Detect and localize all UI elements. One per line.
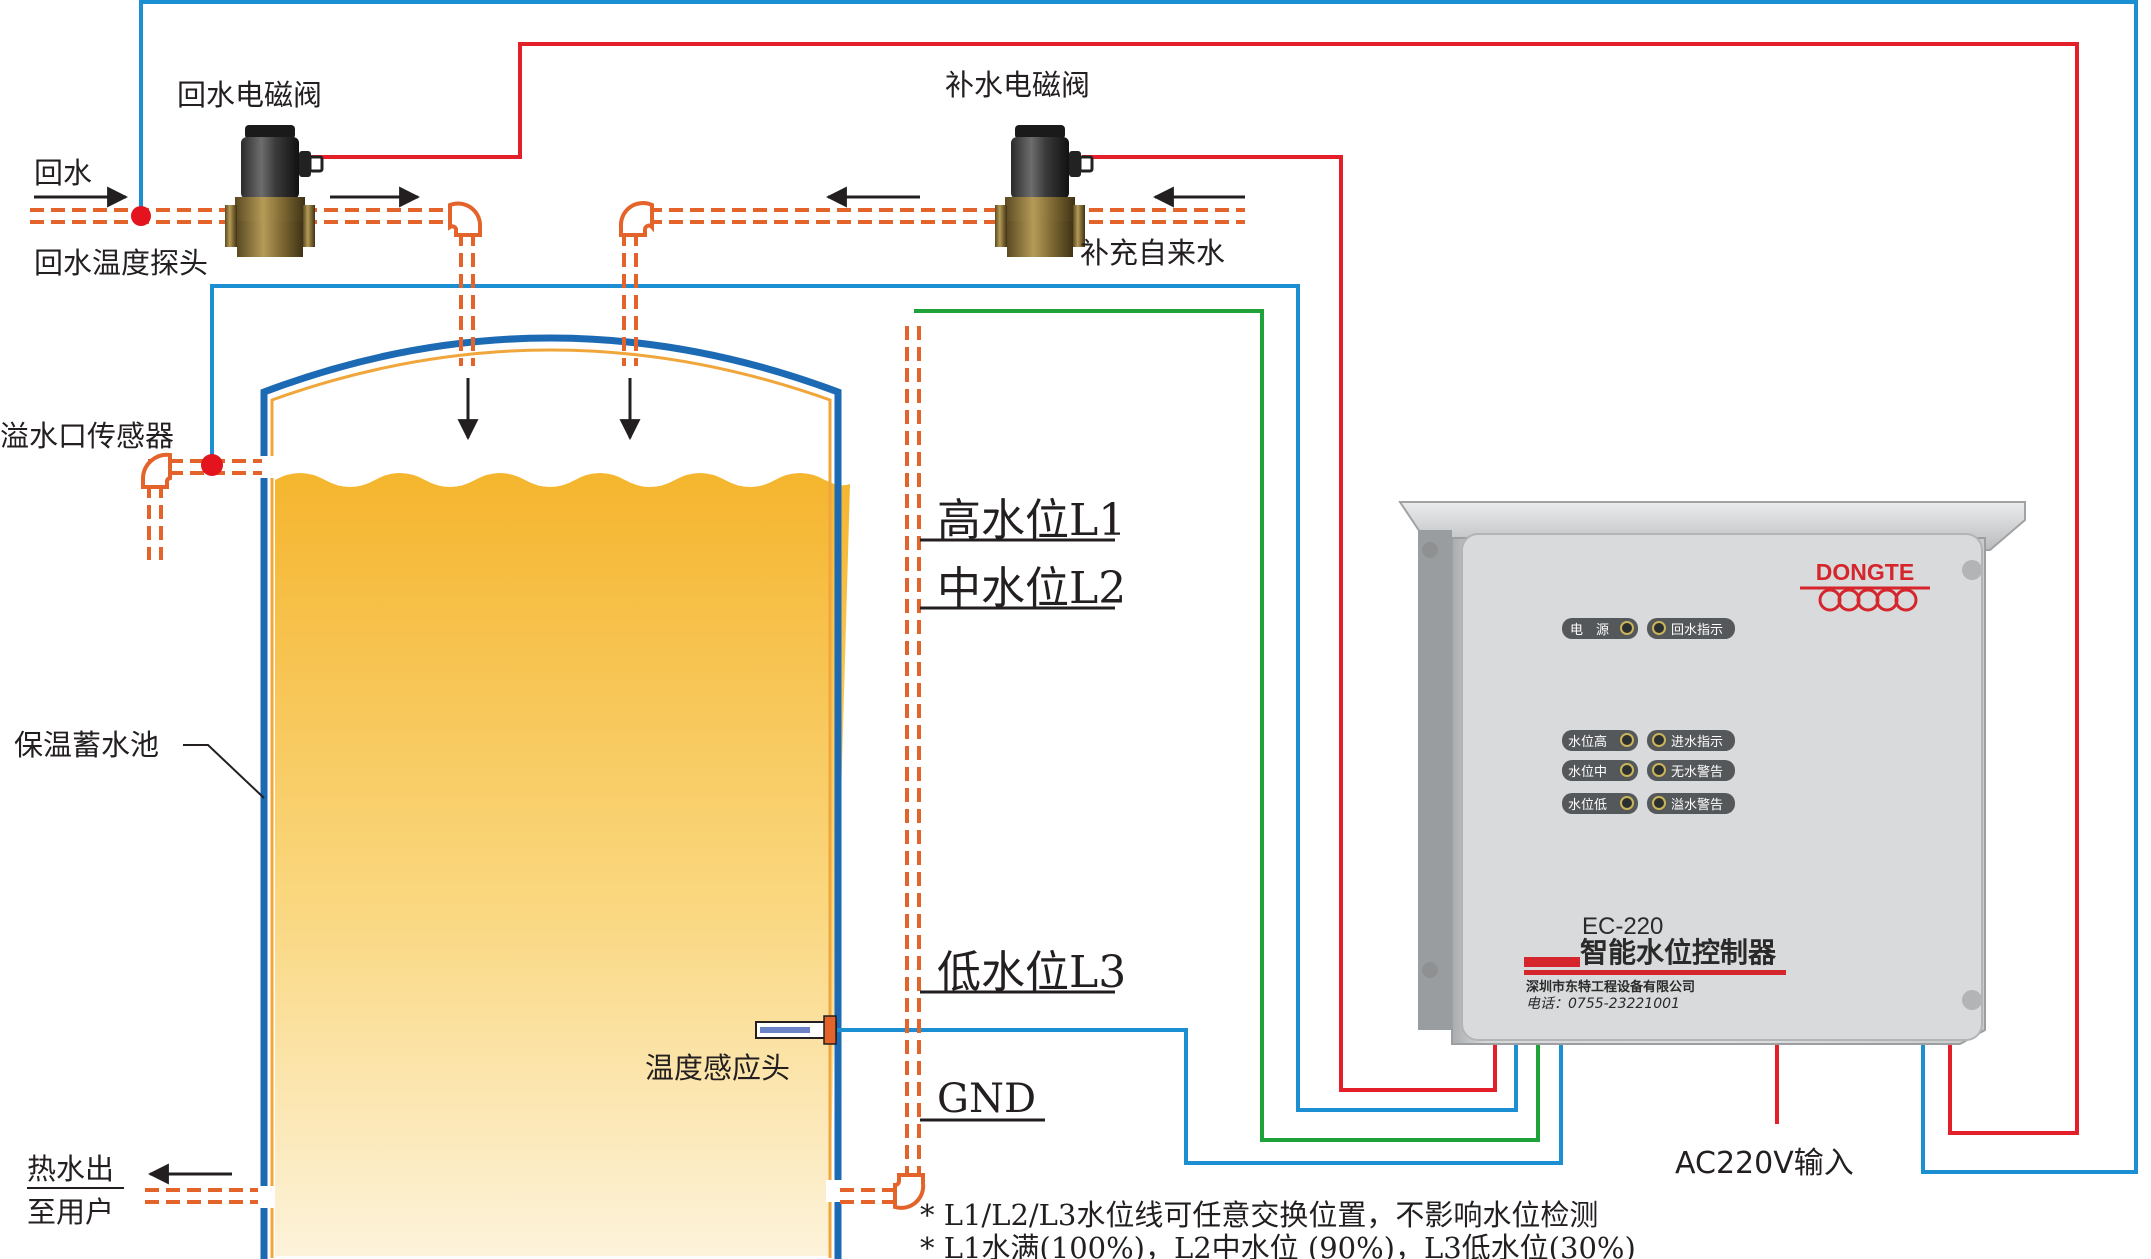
tank-wall: [260, 334, 842, 1259]
controller-brand: DONGTE: [1816, 559, 1914, 585]
indicator-overflow: 溢水警告: [1647, 793, 1735, 814]
wire-red-supply-valve: [1082, 155, 1497, 1092]
controller-phone: 电话：0755-23221001: [1526, 996, 1680, 1012]
controller-model: EC-220: [1582, 913, 1663, 940]
pipes: [30, 208, 1245, 1204]
wiring: [139, 0, 2138, 1174]
flow-arrows: [34, 186, 1245, 1185]
return-solenoid-valve: [225, 125, 324, 257]
note-2: * L1水满(100%)，L2中水位 (90%)，L3低水位(30%): [920, 1231, 1636, 1259]
temp-sensor-probe: [755, 1015, 837, 1045]
overflow-sensor-dot: [201, 454, 223, 476]
indicator-no-water: 无水警告: [1647, 760, 1735, 781]
red-stripe-left: [1524, 957, 1580, 967]
label-ac-input: AC220V输入: [1675, 1146, 1854, 1181]
wire-red-return-valve: [305, 42, 2079, 1135]
svg-text:回水指示: 回水指示: [1671, 623, 1723, 638]
controller-company: 深圳市东特工程设备有限公司: [1526, 979, 1695, 995]
label-hot-water-out-2: 至用户: [27, 1195, 114, 1229]
label-temp-sensor: 温度感应头: [645, 1051, 790, 1085]
level-mid-label: 中水位L2: [937, 563, 1126, 614]
supply-solenoid-valve: [995, 125, 1094, 257]
svg-text:电 源: 电 源: [1570, 623, 1609, 638]
label-return-temp-probe: 回水温度探头: [34, 246, 208, 280]
return-temp-probe-dot: [131, 206, 151, 226]
note-1: * L1/L2/L3水位线可任意交换位置，不影响水位检测: [920, 1198, 1598, 1232]
indicator-level-low: 水位低: [1562, 793, 1638, 814]
controller-unit: DONGTE 电 源 回水指示 水位高 水位中: [1398, 501, 2026, 1045]
svg-text:无水警告: 无水警告: [1671, 764, 1723, 780]
level-low-label: 低水位L3: [937, 947, 1126, 998]
wire-green-level: [914, 309, 1540, 1142]
svg-text:水位低: 水位低: [1568, 798, 1607, 813]
brand-coil-icon: [1800, 586, 1930, 612]
label-return-water: 回水: [34, 156, 92, 190]
svg-text:溢水警告: 溢水警告: [1671, 797, 1723, 813]
svg-text:水位中: 水位中: [1568, 765, 1607, 780]
indicator-power: 电 源: [1562, 618, 1638, 639]
level-lines: [920, 538, 1115, 1122]
label-supply-valve: 补水电磁阀: [945, 68, 1090, 102]
level-high-label: 高水位L1: [937, 495, 1126, 546]
indicator-inflow: 进水指示: [1647, 730, 1735, 751]
storage-tank: [260, 301, 850, 1259]
label-tank: 保温蓄水池: [14, 728, 159, 762]
label-hot-water-out-1: 热水出: [27, 1152, 114, 1186]
indicator-level-high: 水位高: [1562, 730, 1638, 751]
level-gnd-label: GND: [937, 1076, 1036, 1122]
indicator-level-mid: 水位中: [1562, 760, 1638, 781]
red-stripe-bottom: [1524, 970, 1786, 975]
svg-text:水位高: 水位高: [1568, 734, 1607, 750]
wire-blue-temp-sensor: [836, 1028, 1563, 1165]
water-fill: [275, 473, 850, 1256]
svg-text:进水指示: 进水指示: [1671, 735, 1723, 750]
controller-name: 智能水位控制器: [1580, 936, 1777, 969]
wire-blue-overflow: [210, 284, 1518, 1112]
wire-blue-return-probe: [139, 0, 2138, 1174]
label-return-valve: 回水电磁阀: [177, 78, 322, 112]
label-tap-water: 补充自来水: [1080, 236, 1225, 270]
indicator-return: 回水指示: [1647, 618, 1735, 639]
label-overflow-sensor: 溢水口传感器: [0, 419, 174, 453]
tank-label-leader: [183, 744, 265, 799]
